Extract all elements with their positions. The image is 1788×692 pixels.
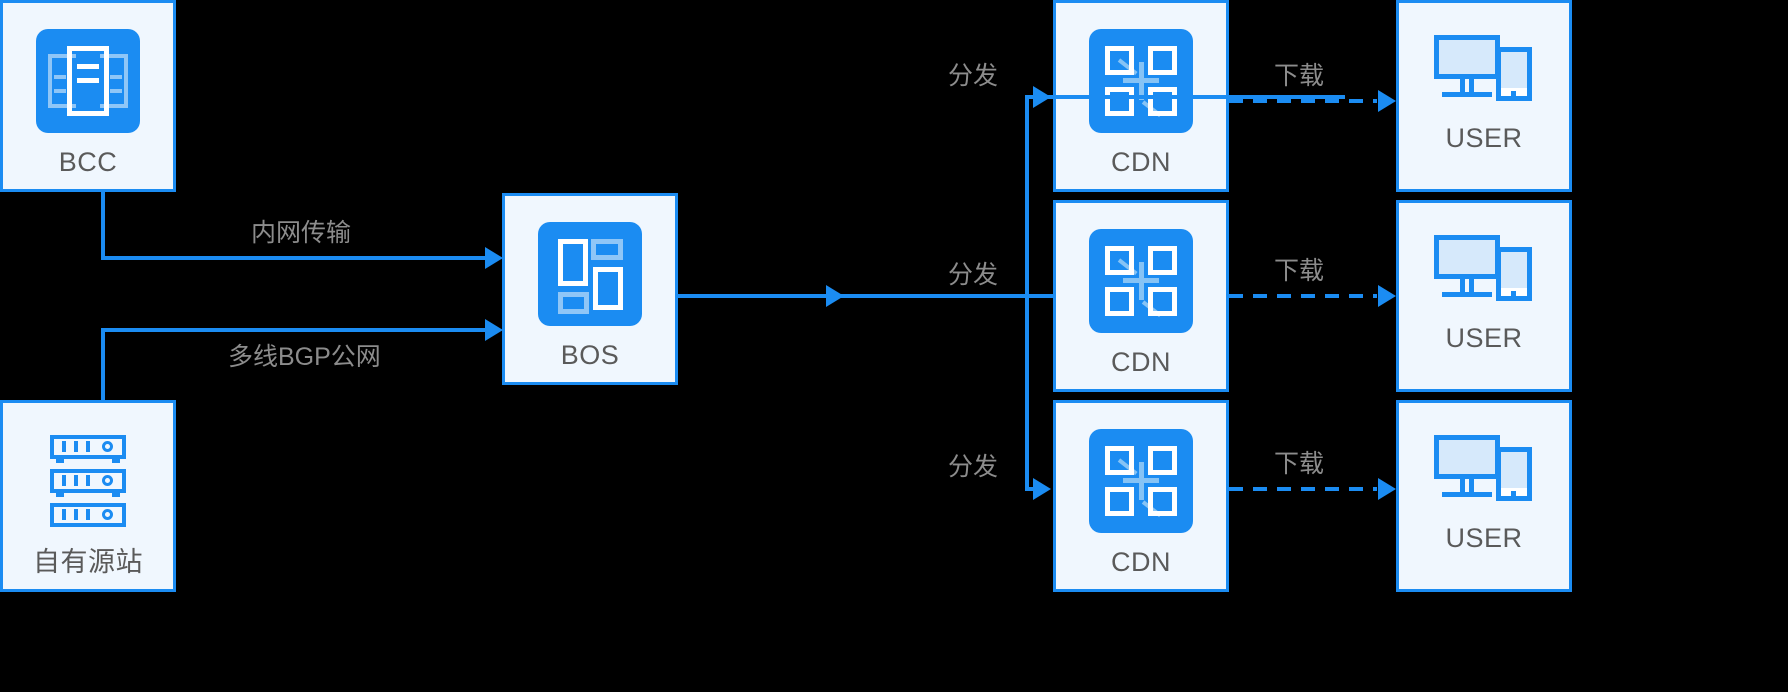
devices-icon (1432, 229, 1536, 309)
edge-cdn1-to-user1-arrow (1378, 90, 1396, 112)
node-label: CDN (1111, 147, 1171, 177)
node-label: CDN (1111, 347, 1171, 377)
node-user-3[interactable]: USER (1396, 400, 1572, 592)
edge-cdn2-to-user2-line (1229, 294, 1377, 298)
edge-origin-to-bos-arrow (485, 319, 503, 341)
edge-label-bos-to-cdn3: 分发 (948, 453, 999, 481)
devices-icon (1432, 429, 1536, 509)
edge-cdn1-to-user1-line (1229, 99, 1377, 103)
cdn-nodes-icon (1089, 429, 1193, 533)
node-bcc[interactable]: BCC (0, 0, 176, 192)
node-label: USER (1445, 323, 1523, 353)
edge-bos-to-cdn1-line (1025, 95, 1345, 99)
edge-bos-output-arrow (826, 285, 844, 307)
edge-cdn3-to-user3-line (1229, 487, 1377, 491)
node-bos[interactable]: BOS (502, 193, 678, 385)
edge-bos-to-cdn3-arrow (1033, 478, 1051, 500)
devices-icon (1432, 29, 1536, 109)
edge-bos-output-line (677, 294, 1029, 298)
edge-label-cdn2-to-user2: 下载 (1274, 257, 1325, 285)
edge-bos-to-cdn1-arrow (1033, 86, 1051, 108)
node-label: BOS (560, 340, 620, 370)
edge-bcc-to-bos-line (101, 256, 489, 260)
edge-label-bcc-to-bos: 内网传输 (251, 219, 352, 247)
edge-label-bos-to-cdn1: 分发 (948, 62, 999, 90)
edge-label-cdn1-to-user1: 下载 (1274, 62, 1325, 90)
object-storage-icon (538, 222, 642, 326)
cdn-nodes-icon (1089, 29, 1193, 133)
edge-origin-to-bos-riser (101, 328, 105, 403)
node-label: USER (1445, 523, 1523, 553)
server-rack-icon (36, 29, 140, 133)
cdn-nodes-icon (1089, 229, 1193, 333)
edge-label-origin-to-bos: 多线BGP公网 (228, 343, 381, 371)
edge-origin-to-bos-line (101, 328, 489, 332)
node-user-1[interactable]: USER (1396, 0, 1572, 192)
edge-cdn3-to-user3-arrow (1378, 478, 1396, 500)
node-label: CDN (1111, 547, 1171, 577)
node-user-2[interactable]: USER (1396, 200, 1572, 392)
edge-label-bos-to-cdn2: 分发 (948, 261, 999, 289)
edge-distribution-trunk (1025, 95, 1029, 490)
node-label: 自有源站 (33, 547, 143, 577)
edge-cdn2-to-user2-arrow (1378, 285, 1396, 307)
node-cdn-2[interactable]: CDN (1053, 200, 1229, 392)
edge-bcc-to-bos-arrow (485, 247, 503, 269)
node-label: USER (1445, 123, 1523, 153)
node-cdn-3[interactable]: CDN (1053, 400, 1229, 592)
node-label: BCC (58, 147, 118, 177)
edge-label-cdn3-to-user3: 下载 (1274, 450, 1325, 478)
edge-bos-to-cdn2-line (1025, 294, 1053, 298)
server-stack-icon (36, 429, 140, 533)
node-origin[interactable]: 自有源站 (0, 400, 176, 592)
edge-bcc-to-bos-riser (101, 190, 105, 260)
